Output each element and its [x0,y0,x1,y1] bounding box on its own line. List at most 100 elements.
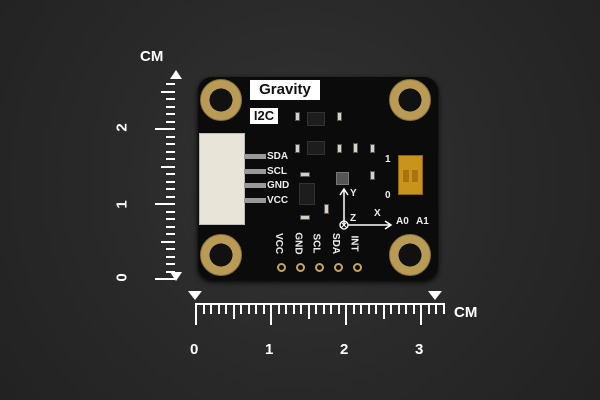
ruler-tick [322,305,325,314]
ruler-tick [166,210,175,213]
y-axis-arrow-icon [339,187,349,225]
pin-label-sda: SDA [330,232,342,255]
ruler-tick [166,263,175,265]
horizontal-label-1: 1 [265,341,274,358]
ruler-tick [210,305,212,314]
axis-diagram [339,187,393,230]
capacitor [300,172,310,177]
header-pad-int [353,263,362,272]
ruler-tick [202,305,205,314]
ruler-tick [161,165,175,168]
pin-label-scl: SCL [310,233,322,254]
ruler-tick [360,305,362,314]
ruler-tick [166,135,175,138]
ruler-tick [155,203,175,205]
ruler-tick [247,305,250,314]
pin-label-vcc: VCC [273,232,285,255]
ruler-tick [277,305,280,314]
ruler-tick [225,305,227,314]
address-dip-switch[interactable] [398,155,423,195]
vertical-ruler: CM 0 1 2 [110,48,185,290]
ruler-tick [352,305,355,314]
header-pad-gnd [296,263,305,272]
capacitor [353,143,358,153]
ruler-baseline [195,303,445,305]
dip-toggle-a0[interactable] [403,170,409,182]
switch-label-a1: A1 [416,216,429,227]
ruler-tick [390,305,392,314]
ruler-tick [270,305,272,325]
mounting-hole-bottom-left [200,234,242,276]
gravity-logo: Gravity [250,80,320,100]
capacitor [300,215,310,220]
ruler-tick [161,240,175,243]
dip-toggle-a1[interactable] [412,170,418,182]
ruler-tick [292,305,295,314]
ruler-tick [166,188,175,190]
connector-label-sda: SDA [267,151,289,162]
horizontal-label-0: 0 [190,341,199,358]
ruler-tick [307,305,310,319]
pin-label-gnd: GND [292,232,304,255]
connector-label-scl: SCL [267,166,287,177]
horizontal-label-3: 3 [415,341,424,358]
mounting-hole-bottom-right [389,234,431,276]
ruler-tick [166,233,175,235]
ruler-tick [232,305,235,319]
ruler-tick [397,305,400,314]
header-pad-scl [315,263,324,272]
i2c-badge: I2C [250,108,278,124]
x-axis-arrow-icon [348,220,393,230]
vertical-ruler-arrow-bottom [170,272,182,281]
switch-position-1: 1 [385,154,391,165]
resistor [370,171,375,180]
ruler-tick [166,173,175,175]
ruler-tick [315,305,317,314]
ruler-tick [240,305,242,314]
ruler-tick [217,305,220,314]
ruler-tick [166,248,175,250]
mounting-hole-top-right [389,79,431,121]
ruler-tick [382,305,385,319]
ruler-tick [262,305,265,314]
ruler-tick [337,305,340,314]
ruler-tick [166,270,175,273]
ruler-tick [412,305,415,314]
ruler-tick [166,105,175,108]
connector-pin [244,183,266,188]
horizontal-ruler-unit: CM [454,304,478,321]
resistor [295,144,300,153]
transistor-chip [307,112,325,126]
ruler-tick [300,305,302,314]
vertical-ruler-unit: CM [140,48,164,65]
ruler-tick [166,150,175,153]
resistor [337,144,342,153]
resistor [337,112,342,121]
switch-position-0: 0 [385,190,391,201]
ruler-tick [375,305,377,314]
ruler-tick [166,120,175,123]
ruler-tick [166,83,175,85]
capacitor [324,204,329,214]
sensor-chip [336,172,349,185]
connector-label-vcc: VCC [267,195,289,206]
switch-label-a0: A0 [396,216,409,227]
ruler-tick [367,305,370,314]
axis-label-z: Z [350,213,357,224]
pin-label-int: INT [348,235,360,252]
horizontal-ruler-arrow-left [188,291,202,300]
connector-pin [244,198,266,203]
ruler-tick [420,305,422,325]
header-pad-sda [334,263,343,272]
gravity-connector [199,133,245,225]
ruler-tick [405,305,407,314]
ruler-tick [155,128,175,130]
ruler-tick [345,305,347,325]
ruler-tick [166,255,175,258]
ruler-tick [166,143,175,145]
ruler-tick [330,305,332,314]
ruler-tick [166,225,175,228]
connector-pin [244,169,266,174]
ruler-tick [255,305,257,314]
